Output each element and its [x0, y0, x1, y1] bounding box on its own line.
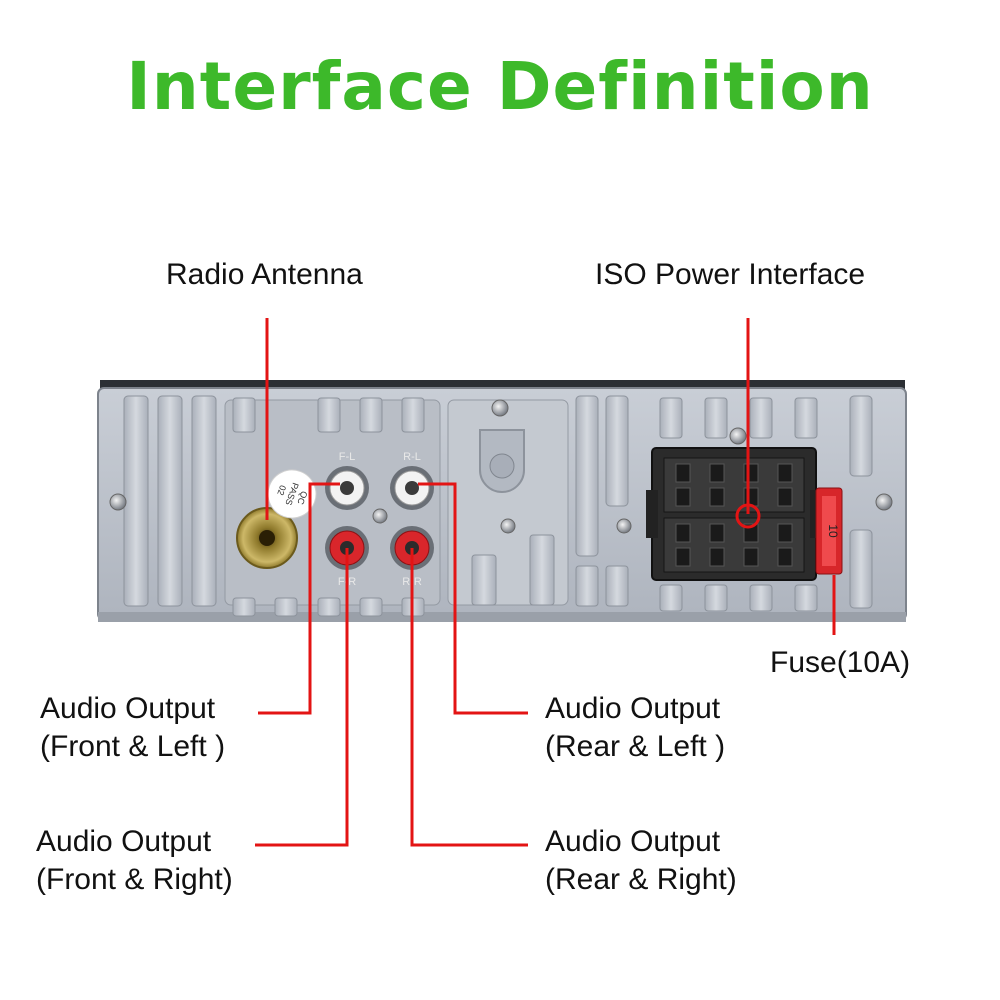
leader-lines [255, 318, 836, 847]
jack-label-fl: F-L [339, 451, 356, 463]
label-iso-power-interface: ISO Power Interface [595, 258, 866, 291]
label-line-2: (Front & Left ) [40, 730, 226, 763]
label-audio-front-right: Audio Output (Front & Right) [36, 823, 233, 899]
leader-front-right [255, 548, 349, 847]
label-line-1: Audio Output [545, 692, 721, 725]
screw [372, 508, 388, 524]
label-audio-rear-right: Audio Output (Rear & Right) [545, 823, 737, 899]
label-line-1: Audio Output [36, 825, 212, 858]
label-fuse: Fuse(10A) [770, 646, 911, 679]
radio-rear-panel: 10 QC PASS 02 [97, 380, 907, 622]
screw [875, 493, 893, 511]
leader-front-left [258, 482, 340, 715]
label-radio-antenna: Radio Antenna [166, 258, 363, 291]
right-fins [575, 395, 873, 612]
label-line-2: (Rear & Right) [545, 863, 737, 896]
fuse: 10 [815, 487, 843, 575]
label-line-1: Audio Output [40, 692, 216, 725]
label-line-2: (Front & Right) [36, 863, 233, 896]
screw [109, 493, 127, 511]
left-fins [123, 395, 217, 607]
screw [729, 427, 747, 445]
screw [491, 399, 509, 417]
iso-power-connector [646, 447, 822, 581]
screw [616, 518, 632, 534]
qc-sticker: QC PASS 02 [267, 469, 317, 519]
leader-rear-right [410, 548, 528, 847]
screw [500, 518, 516, 534]
center-slots [471, 534, 555, 606]
top-slots-left [232, 397, 425, 617]
screws [109, 399, 893, 534]
label-line-1: Audio Output [545, 825, 721, 858]
leader-rear-left [418, 482, 528, 715]
qc-line-1: QC [295, 490, 309, 507]
panel-top-edge [100, 380, 905, 390]
label-audio-front-left: Audio Output (Front & Left ) [40, 690, 225, 766]
label-line-2: (Rear & Left ) [545, 730, 726, 763]
panel-bottom-edge [98, 612, 906, 622]
keyhole-hole [489, 453, 515, 479]
qc-line-3: 02 [275, 484, 288, 497]
label-audio-rear-left: Audio Output (Rear & Left ) [545, 690, 725, 766]
page-title: Interface Definition [126, 48, 874, 125]
rca-jack-front-left [325, 466, 369, 510]
jack-label-rl: R-L [403, 451, 421, 463]
fuse-marking: 10 [826, 524, 840, 538]
rca-jack-rear-left [390, 466, 434, 510]
iso-highlight-ring [735, 503, 761, 529]
